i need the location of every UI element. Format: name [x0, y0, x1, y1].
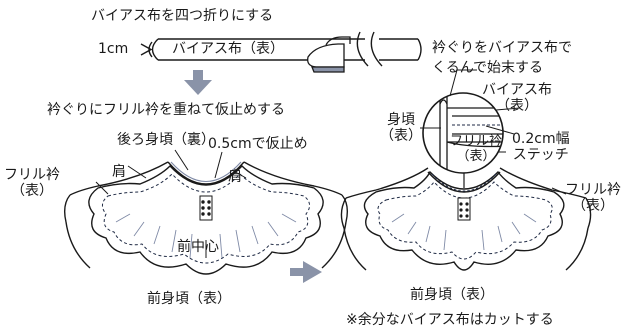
step3-instruction-1: 衿ぐりをバイアス布で [432, 40, 572, 56]
frill-collar-label-right: フリル衿 （表） [565, 182, 621, 214]
body-label-1: 身頃 [387, 112, 415, 128]
bias-width-label: 1cm [98, 41, 129, 57]
frill-collar-label-left-1: フリル衿 [4, 167, 60, 183]
frill-collar-left [88, 164, 324, 275]
leader-lines-left [95, 149, 247, 258]
collar-label-magnified-1: フリル衿 [450, 134, 503, 149]
collar-label-magnified-2: （表） [456, 148, 496, 164]
frill-collar-label-left-2: （表） [11, 183, 53, 200]
body-label-2: （表） [380, 128, 422, 145]
leader-lines-right [420, 69, 567, 195]
bias-label-2: （表） [496, 98, 538, 115]
bias-label: バイアス布 （表） [482, 82, 552, 114]
front-center-label: 前中心 [177, 239, 219, 255]
magnifier-detail [422, 92, 504, 188]
cut-note: ※余分なバイアス布はカットする [346, 312, 554, 328]
bias-label-1: バイアス布 [482, 82, 552, 98]
back-body-label: 後ろ身頃（裏） [117, 132, 215, 148]
step3-instruction-2: くるんで始末する [432, 60, 544, 76]
baste-label: 0.5cmで仮止め [208, 136, 308, 152]
garment-right [340, 167, 592, 229]
stitch-label: 0.2cm幅 ステッチ [512, 131, 570, 163]
stitch-label-2: ステッチ [512, 147, 569, 164]
front-body-label-right: 前身頃（表） [410, 287, 494, 303]
garment-left [63, 161, 349, 223]
frill-collar-label-left: フリル衿 （表） [4, 167, 60, 199]
shoulder-label-right: 肩 [228, 169, 242, 185]
bias-strip-label: バイアス布（表） [172, 41, 284, 57]
step2-instruction: 衿ぐりにフリル衿を重ねて仮止めする [47, 102, 285, 118]
collar-label-magnified: フリル衿 （表） [450, 134, 503, 165]
step1-instruction: バイアス布を四つ折りにする [91, 8, 274, 24]
shoulder-label-left: 肩 [112, 164, 126, 180]
garment-right-lower [343, 227, 589, 271]
iron-icon [307, 36, 351, 73]
stitch-label-1: 0.2cm幅 [512, 131, 570, 147]
front-body-label-left: 前身頃（表） [147, 291, 231, 307]
frill-collar-right [363, 170, 565, 271]
down-arrow [184, 70, 212, 95]
body-label: 身頃 （表） [380, 112, 422, 144]
frill-collar-label-right-1: フリル衿 [565, 182, 621, 198]
frill-collar-label-right-2: （表） [572, 198, 614, 215]
right-arrow [290, 261, 322, 283]
garment-left-lower [65, 221, 347, 269]
